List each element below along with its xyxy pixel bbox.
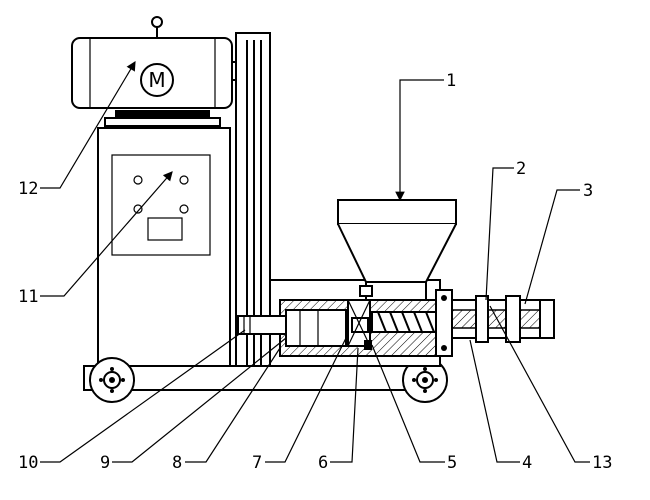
callout-labels: 1 2 3 4 5 6 7 8 9 10 11 12 13 (18, 71, 612, 473)
motor-symbol-circle (140, 63, 174, 97)
callout-4: 4 (522, 453, 532, 473)
callout-12: 12 (18, 179, 38, 199)
base-frame (83, 357, 448, 403)
callout-3: 3 (583, 181, 593, 201)
callout-11: 11 (18, 287, 38, 307)
extruder-body (237, 279, 441, 367)
callout-2: 2 (516, 159, 526, 179)
wheel-right (402, 357, 448, 403)
callout-6: 6 (318, 453, 328, 473)
callout-7: 7 (252, 453, 262, 473)
hopper (337, 199, 457, 300)
callout-10: 10 (18, 453, 38, 473)
motor: M (71, 16, 243, 127)
control-cabinet (97, 127, 231, 369)
callout-5: 5 (447, 453, 457, 473)
callout-13: 13 (592, 453, 612, 473)
forming-tube (435, 289, 555, 357)
leader-lines (40, 60, 590, 463)
callout-9: 9 (100, 453, 110, 473)
belt-guard (235, 32, 271, 372)
callout-1: 1 (446, 71, 456, 91)
callout-8: 8 (172, 453, 182, 473)
wheel-left (89, 357, 135, 403)
motor-symbol-label: M (148, 68, 165, 92)
